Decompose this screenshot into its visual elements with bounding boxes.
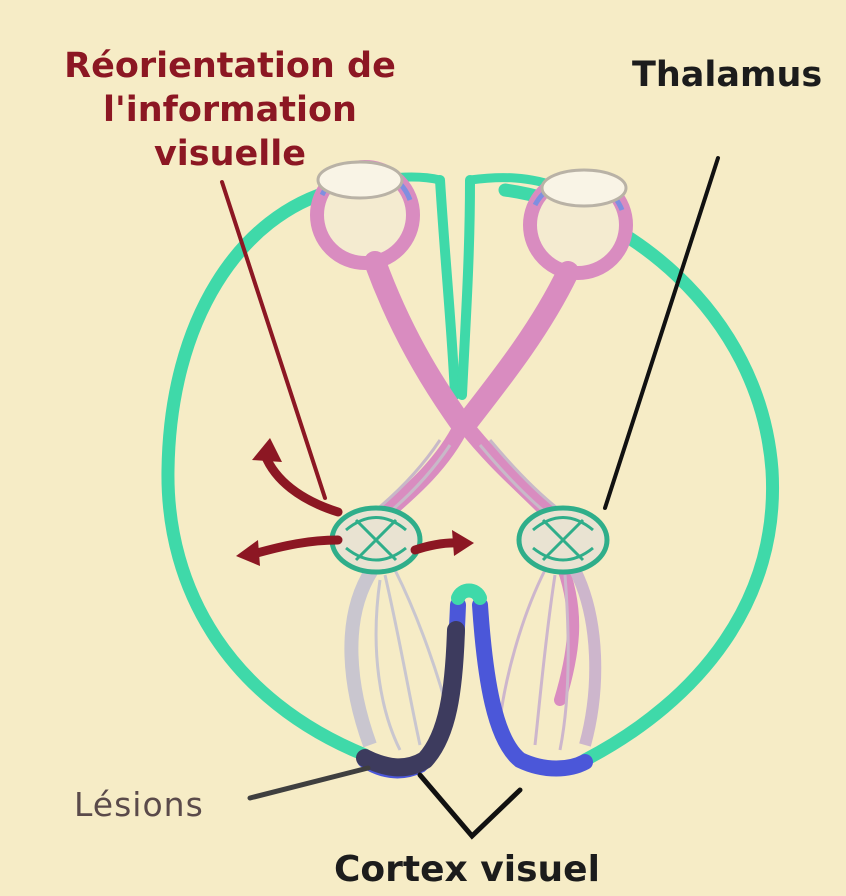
- label-reorientation-line1: Réorientation de: [20, 44, 440, 88]
- left-thalamus-nucleus: [332, 508, 420, 572]
- lesions-leader: [250, 768, 368, 798]
- label-thalamus: Thalamus: [632, 58, 822, 93]
- label-lesions: Lésions: [74, 788, 204, 821]
- right-thalamus-nucleus: [519, 508, 607, 572]
- label-reorientation-line2: l'information: [20, 88, 440, 132]
- cortex-leader: [420, 775, 520, 836]
- label-reorientation: Réorientation de l'information visuelle: [20, 44, 440, 176]
- optic-pathway: [372, 262, 573, 700]
- label-reorientation-line3: visuelle: [20, 132, 440, 176]
- left-eye: [317, 162, 413, 263]
- right-eye: [530, 170, 626, 273]
- label-cortex-visuel: Cortex visuel: [334, 852, 600, 888]
